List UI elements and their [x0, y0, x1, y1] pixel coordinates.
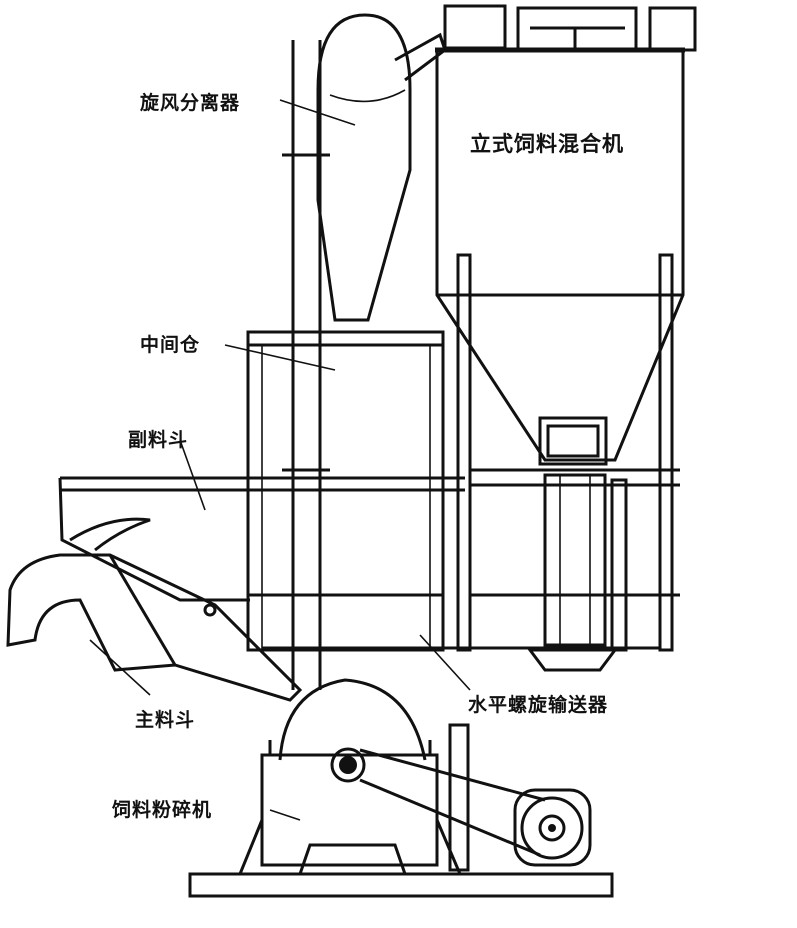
mixer-leg-left — [456, 253, 472, 652]
auxiliary-hopper — [58, 477, 250, 602]
cyclone-separator — [316, 13, 447, 322]
feed-crusher — [238, 678, 546, 875]
horizontal-screw-conveyor — [60, 476, 660, 650]
base-plate — [188, 872, 614, 898]
label-conveyor: 水平螺旋输送器 — [468, 694, 609, 716]
mixer-top-units — [435, 4, 697, 53]
label-aux-hopper: 副料斗 — [128, 429, 189, 451]
motor — [513, 788, 595, 876]
label-bin: 中间仓 — [140, 334, 201, 356]
label-mixer: 立式饲料混合机 — [470, 132, 624, 156]
main-hopper — [6, 553, 303, 702]
label-cyclone: 旋风分离器 — [140, 92, 241, 114]
mixer-leg-right — [658, 253, 674, 652]
leader-lines — [89, 99, 471, 821]
mixer-nameplate — [538, 416, 608, 466]
label-main-hopper: 主料斗 — [135, 709, 196, 731]
vertical-mixer — [435, 50, 685, 672]
label-crusher: 饲料粉碎机 — [112, 799, 213, 821]
vertical-pipe — [282, 40, 330, 690]
